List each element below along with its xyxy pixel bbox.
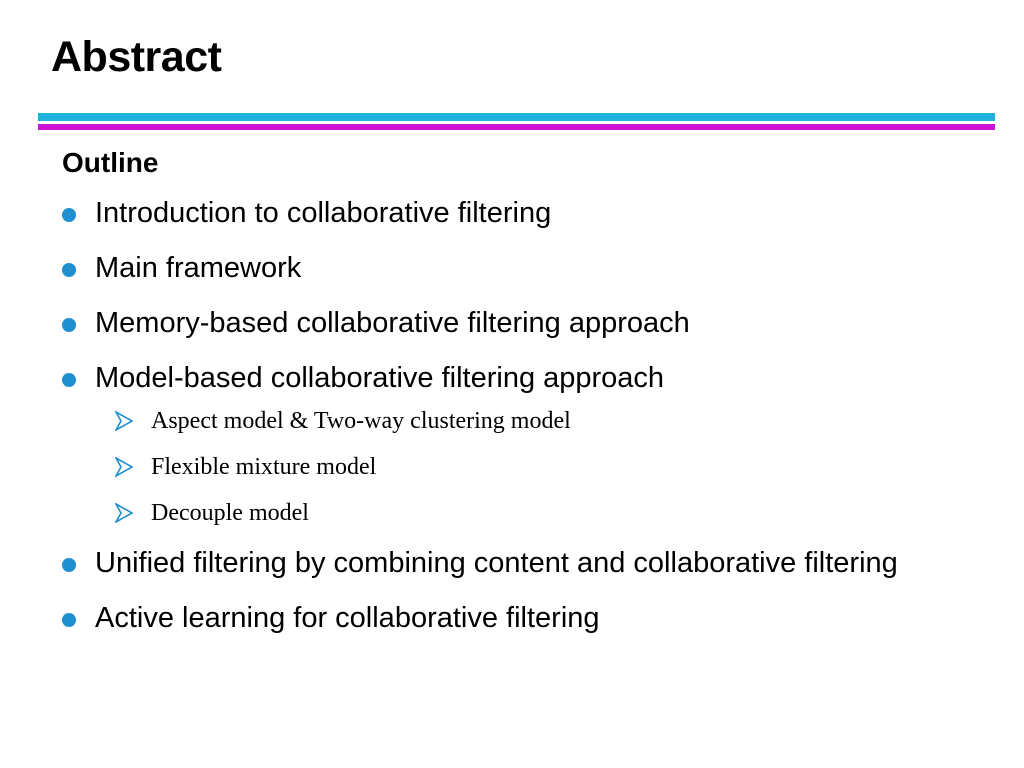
outline-item-memory-based: Memory-based collaborative filtering app… <box>62 301 962 346</box>
bullet-dot-icon <box>62 318 76 332</box>
sub-item-label: Aspect model & Two-way clustering model <box>151 408 571 434</box>
bullet-dot-icon <box>62 613 76 627</box>
title-rule-top <box>38 113 995 121</box>
arrowhead-icon <box>115 457 133 477</box>
outline-item-label: Active learning for collaborative filter… <box>95 602 600 634</box>
model-based-sub-list: Aspect model & Two-way clustering model … <box>95 403 962 531</box>
arrowhead-icon <box>115 503 133 523</box>
bullet-dot-icon <box>62 373 76 387</box>
sub-item-label: Flexible mixture model <box>151 454 377 480</box>
bullet-dot-icon <box>62 263 76 277</box>
slide-title: Abstract <box>51 33 222 81</box>
sub-item-aspect-model: Aspect model & Two-way clustering model <box>95 403 962 439</box>
outline-item-label: Introduction to collaborative filtering <box>95 197 552 229</box>
bullet-dot-icon <box>62 558 76 572</box>
outline-item-framework: Main framework <box>62 246 962 291</box>
outline-item-model-based: Model-based collaborative filtering appr… <box>62 356 962 531</box>
arrowhead-icon <box>115 411 133 431</box>
outline-item-active-learning: Active learning for collaborative filter… <box>62 596 962 641</box>
slide-body: Outline Introduction to collaborative fi… <box>62 142 962 651</box>
outline-item-label: Memory-based collaborative filtering app… <box>95 307 690 339</box>
outline-item-label: Unified filtering by combining content a… <box>95 547 898 579</box>
sub-item-decouple: Decouple model <box>95 495 962 531</box>
sub-item-flexible-mixture: Flexible mixture model <box>95 449 962 485</box>
outline-item-unified-filtering: Unified filtering by combining content a… <box>62 541 935 586</box>
outline-item-intro: Introduction to collaborative filtering <box>62 191 962 236</box>
outline-item-label: Model-based collaborative filtering appr… <box>95 362 665 394</box>
outline-heading: Outline <box>62 147 159 178</box>
bullet-dot-icon <box>62 208 76 222</box>
title-rule-gap <box>38 121 995 124</box>
outline-list: Introduction to collaborative filtering … <box>62 191 962 641</box>
title-rule-bottom <box>38 124 995 130</box>
outline-item-label: Main framework <box>95 252 302 284</box>
sub-item-label: Decouple model <box>151 500 309 526</box>
